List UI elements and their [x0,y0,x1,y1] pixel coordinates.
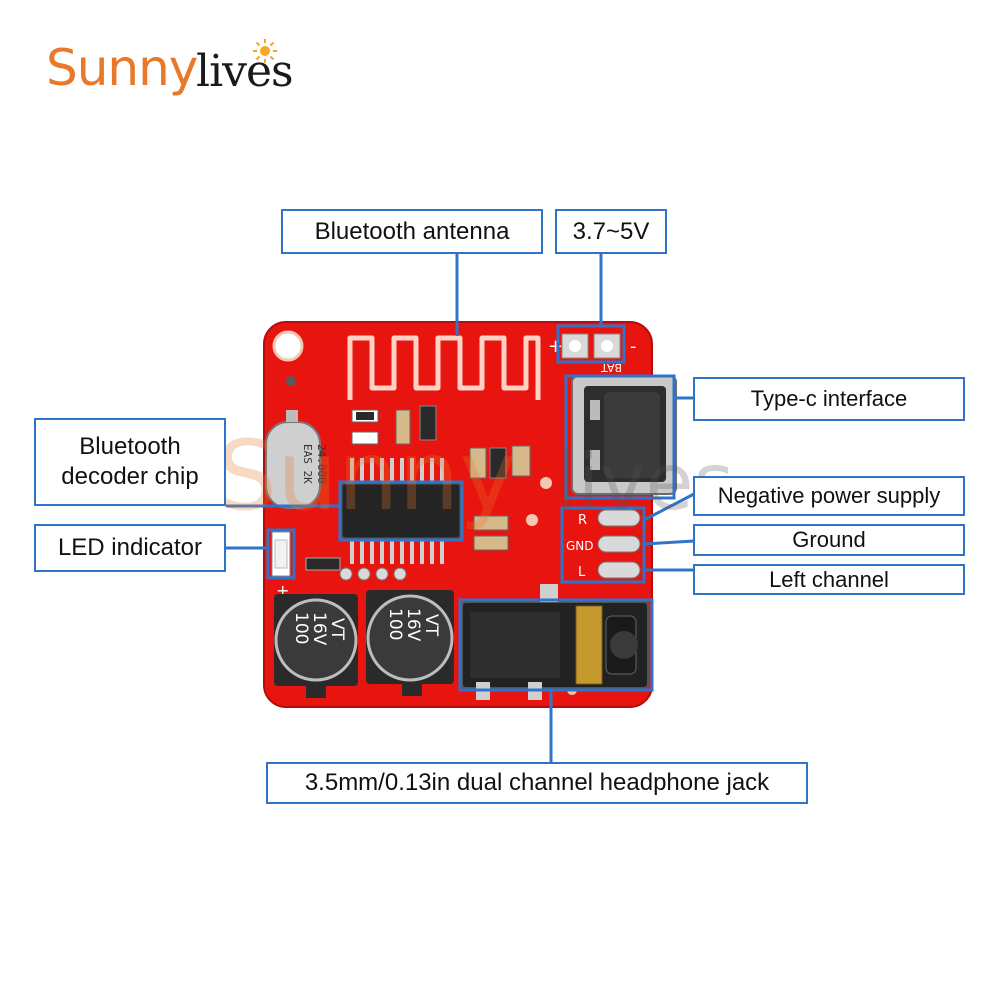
mounting-hole [272,330,304,362]
cap-right-text1: 100 [385,608,405,640]
sun-icon [253,39,277,63]
headphone-jack [461,584,649,700]
crystal-text-1: 24.000 [315,444,328,484]
silk-bat: BAT [601,361,622,374]
label-decoder-text: Bluetooth decoder chip [61,433,199,490]
via-hole [286,376,296,386]
pad-row [339,567,407,581]
cap-left-text3: VT [327,618,347,641]
highlight-output-pads [560,506,646,584]
highlight-bat-pads [556,324,626,364]
label-bluetooth-antenna-text: Bluetooth antenna [314,217,510,245]
label-led-indicator: LED indicator [34,524,226,572]
label-left-channel: Left channel [693,564,965,595]
label-left-channel-text: Left channel [769,566,889,592]
antenna-trace [347,335,541,400]
output-pads [597,509,641,579]
label-typec-interface: Type-c interface [693,377,965,421]
highlight-jack [458,598,654,692]
brand-logo: Sunny lives [46,38,306,108]
via-hole [540,477,552,489]
label-typec-text: Type-c interface [750,386,908,411]
label-ground: Ground [693,524,965,556]
label-led-text: LED indicator [57,534,203,561]
brand-name-part2: lives [196,46,294,97]
label-ground-text: Ground [792,527,866,552]
capacitor-right [366,590,454,696]
label-voltage: 3.7~5V [555,209,667,254]
decoder-chip [341,458,461,564]
silk-r: R [578,513,587,528]
cap-right-text3: VT [421,614,441,637]
label-bluetooth-antenna: Bluetooth antenna [281,209,543,254]
silk-minus: - [630,336,637,357]
crystal-text-2: EAS 2K [301,444,314,484]
silk-gnd: GND [566,539,594,553]
cap-left-text1: 100 [291,612,311,644]
cap-right-text2: 16V [403,608,423,642]
label-headphone-jack: 3.5mm/0.13in dual channel headphone jack [266,762,808,804]
label-jack-text: 3.5mm/0.13in dual channel headphone jack [304,769,770,796]
highlight-typec [564,374,676,500]
brand-name-part1: Sunny [46,39,198,97]
highlight-chip [338,480,464,542]
highlight-led [266,528,296,580]
leader-negative [643,492,695,522]
capacitor-left [274,594,358,698]
leader-ground [643,539,695,546]
label-negative-text: Negative power supply [717,483,941,508]
via-hole [526,514,538,526]
label-negative-power: Negative power supply [693,476,965,516]
cap-left-text2: 16V [309,612,329,646]
silk-l: L [578,565,586,580]
label-voltage-text: 3.7~5V [572,217,650,245]
smd-components [305,405,531,571]
label-decoder-chip: Bluetooth decoder chip [34,418,226,506]
